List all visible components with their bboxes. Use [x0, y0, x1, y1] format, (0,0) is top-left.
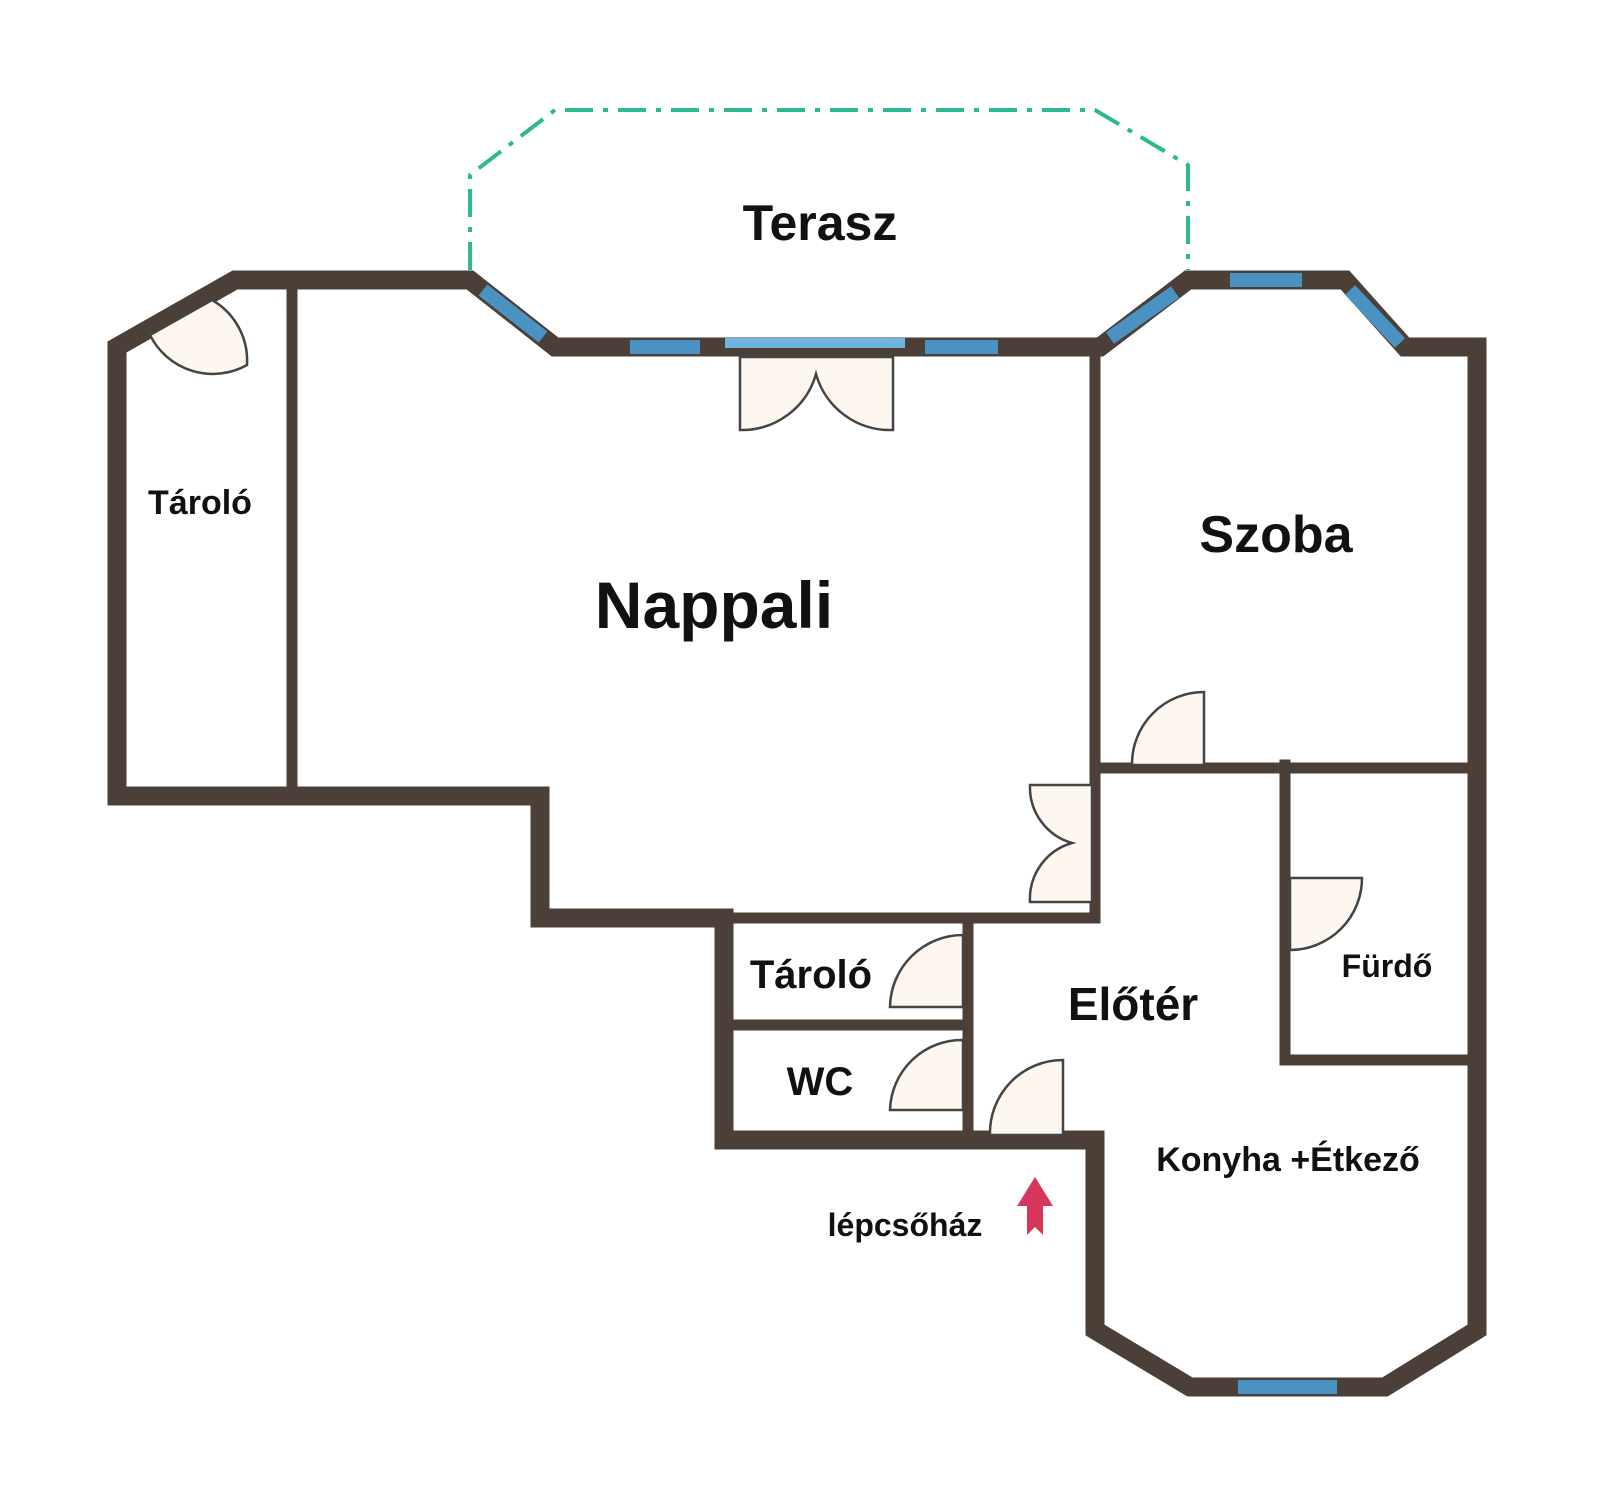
door-taroló-left[interactable]: [148, 298, 249, 376]
door-taroló-small[interactable]: [888, 933, 965, 1009]
room-label-nappali: Nappali: [595, 568, 833, 642]
room-label-furdo: Fürdő: [1342, 948, 1433, 984]
door-szoba[interactable]: [1130, 690, 1206, 767]
label-lepcsohaz: lépcsőház: [828, 1207, 983, 1243]
windows: [478, 273, 1406, 1394]
door-nappali-double[interactable]: [1028, 783, 1094, 904]
room-label-konyha: Konyha +Étkező: [1156, 1141, 1420, 1179]
room-label-taroló-left: Tároló: [148, 484, 252, 522]
inner-walls: [286, 274, 1483, 1146]
room-label-szoba: Szoba: [1199, 506, 1353, 564]
entrance-arrow-icon: [1017, 1177, 1053, 1235]
door-wc[interactable]: [888, 1038, 965, 1112]
outer-wall: [107, 270, 1487, 1397]
room-label-taroló-small: Tároló: [750, 953, 872, 997]
doors: [148, 298, 1364, 1137]
door-terrace-double[interactable]: [738, 355, 895, 432]
door-furdo[interactable]: [1288, 876, 1364, 952]
terrace-outline: [468, 108, 1190, 270]
room-label-eloter: Előtér: [1068, 978, 1198, 1030]
room-label-terasz: Terasz: [743, 195, 898, 251]
room-label-wc: WC: [787, 1060, 854, 1104]
door-entrance[interactable]: [988, 1058, 1065, 1137]
